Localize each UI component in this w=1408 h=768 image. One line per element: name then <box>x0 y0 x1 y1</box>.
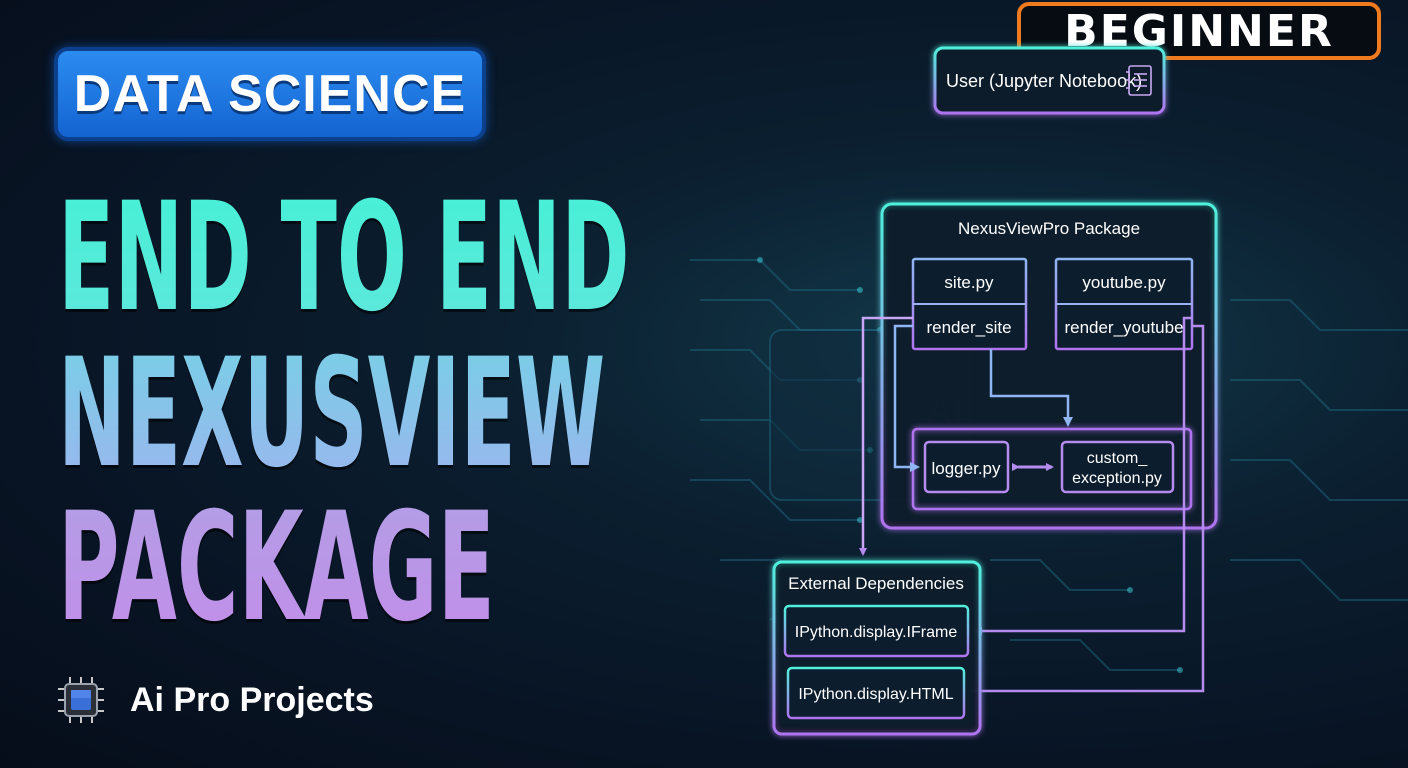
ipython-html-dependency: IPython.display.HTML <box>786 666 966 720</box>
arrow-render-youtube-to-html <box>971 324 1205 695</box>
data-science-badge: DATA SCIENCE <box>54 47 486 141</box>
arrow-render-site-to-exception <box>989 349 1073 427</box>
title-line-3: PACKAGE <box>58 481 495 655</box>
arrow-render-site-to-external <box>859 316 913 556</box>
ipython-html-label: IPython.display.HTML <box>798 686 953 703</box>
ipython-iframe-label: IPython.display.IFrame <box>795 624 958 641</box>
logger-label: logger.py <box>932 459 1001 478</box>
brand-logo: Ai Pro Projects <box>56 670 374 730</box>
site-module-label: site.py <box>944 273 994 292</box>
user-node: User (Jupyter Notebook) <box>933 46 1166 115</box>
brand-name: Ai Pro Projects <box>130 680 374 719</box>
arrow-render-site-to-logger <box>893 324 920 472</box>
ipython-iframe-dependency: IPython.display.IFrame <box>783 604 970 658</box>
youtube-module: youtube.py render_youtube <box>1054 257 1194 351</box>
render-site-label: render_site <box>926 318 1011 337</box>
youtube-module-label: youtube.py <box>1082 273 1166 292</box>
site-module: site.py render_site <box>911 257 1028 351</box>
external-dependencies-title: External Dependencies <box>788 574 964 593</box>
logger-module: logger.py <box>923 440 1010 494</box>
render-youtube-label: render_youtube <box>1064 318 1183 337</box>
custom-exception-label-line2: exception.py <box>1072 470 1162 487</box>
package-title: NexusViewPro Package <box>958 219 1140 238</box>
custom-exception-module: custom_ exception.py <box>1060 440 1175 494</box>
title-line-1: END TO END <box>58 171 630 345</box>
notebook-icon <box>1126 65 1152 96</box>
chip-icon <box>58 677 104 723</box>
custom-exception-label-line1: custom_ <box>1087 450 1149 467</box>
user-node-label: User (Jupyter Notebook) <box>946 71 1142 91</box>
arrow-render-youtube-to-iframe <box>974 316 1192 635</box>
title-line-2: NEXUSVIEW <box>58 327 606 501</box>
